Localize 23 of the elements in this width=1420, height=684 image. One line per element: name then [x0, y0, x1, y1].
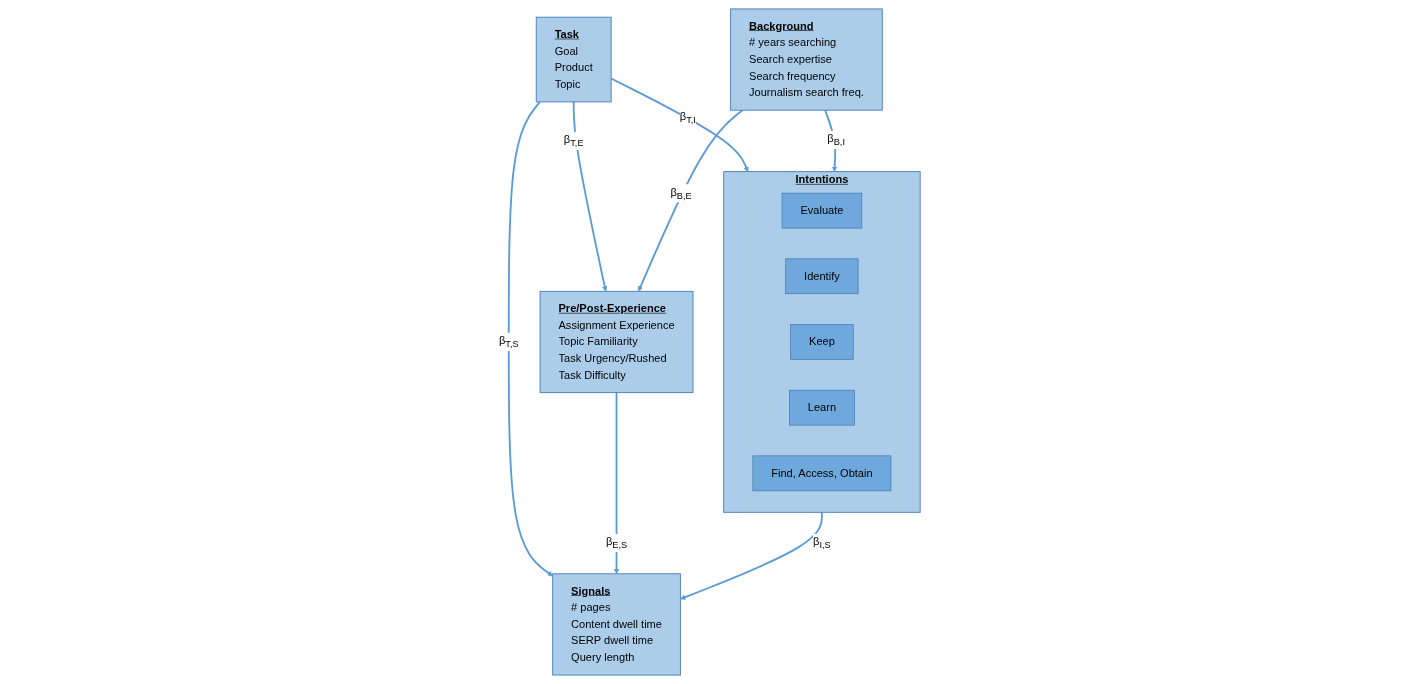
edge-label: β$_{E,S}$: [606, 535, 628, 551]
arrow: [824, 109, 838, 172]
node-box: Identify: [785, 258, 859, 295]
edge-label: β$_{T,E}$: [564, 133, 584, 149]
edge-label: β$_{B,I}$: [827, 132, 846, 148]
edge-label: β$_{T,S}$: [499, 334, 520, 350]
node-box: Background # years searching Search expertise Search frequency Journalism search freq.: [730, 8, 884, 111]
edge-label: β$_{T,I}$: [680, 109, 697, 125]
arrow: [610, 77, 749, 172]
arrow: [508, 101, 554, 577]
arrow: [573, 101, 608, 292]
arrow: [680, 511, 824, 600]
arrow: [638, 109, 744, 292]
node-box: Pre/Post-Experience Assignment Experience Topic Familiarity Task Urgency/Rushed Task Difficulty: [540, 290, 694, 394]
node-box: Find, Access, Obtain: [753, 455, 892, 492]
arrow: [614, 391, 620, 575]
edge-label: β$_{I,S}$: [813, 535, 832, 551]
node-box: Learn: [789, 389, 856, 426]
node-box: Evaluate: [782, 192, 863, 229]
node-box: Signals # pages Content dwell time SERP dwell time Query length: [552, 573, 682, 676]
edge-label: β$_{B,E}$: [670, 186, 693, 201]
node-box: Task Goal Product Topic: [536, 16, 613, 103]
node-box: Keep: [790, 324, 854, 360]
